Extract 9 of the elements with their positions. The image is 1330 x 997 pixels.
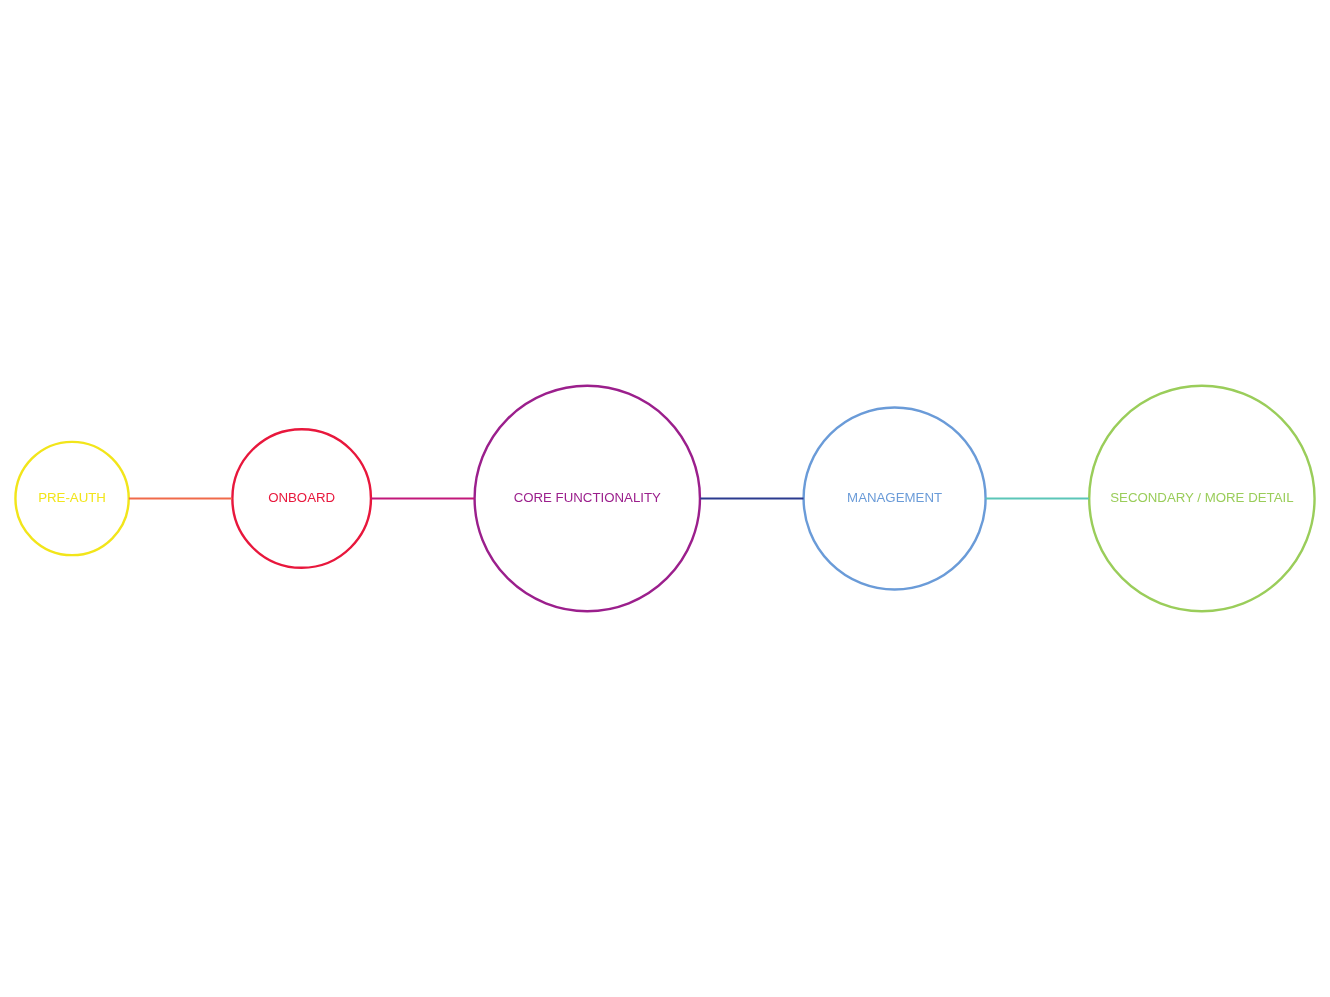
node-circle: PRE-AUTH: [14, 440, 130, 557]
node-circle: CORE FUNCTIONALITY: [473, 384, 702, 613]
connector: [984, 497, 1090, 500]
connector: [370, 497, 476, 500]
node-circle: ONBOARD: [231, 428, 373, 569]
connector: [127, 497, 233, 500]
connector: [699, 497, 805, 500]
node-circle: SECONDARY / MORE DETAIL: [1088, 384, 1316, 613]
node-circle: MANAGEMENT: [802, 406, 987, 591]
